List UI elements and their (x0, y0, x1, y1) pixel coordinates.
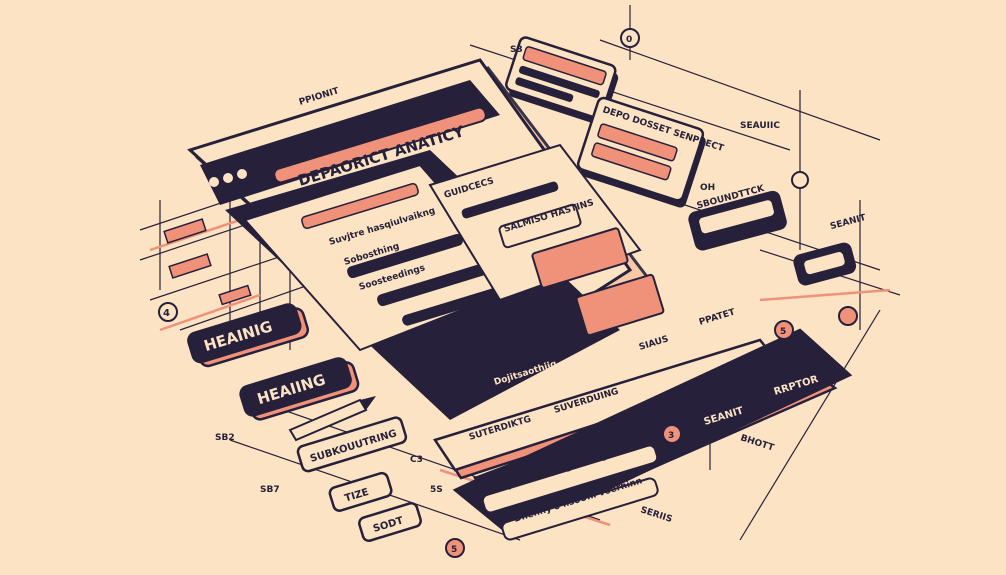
heading-tag-2[interactable]: HEAIING (239, 355, 360, 423)
card-badge[interactable] (620, 28, 640, 48)
annotation: C3 (410, 455, 423, 465)
pencil-icon (288, 396, 376, 442)
bottom-panel-badge-label: 5 (451, 545, 457, 555)
side-panel: GUIDCECS SALMISO HASTINS (428, 143, 665, 337)
side-panel-line (461, 181, 559, 219)
annotation: S3 (510, 45, 523, 55)
bottom-panel-badge-label: 5 (780, 327, 786, 337)
side-panel-button[interactable] (498, 203, 582, 249)
bottom-panel-badge[interactable] (662, 424, 682, 444)
info-card[interactable]: DEPO DOSSET SENPRECT (575, 96, 728, 216)
annotation: SB2 (215, 433, 235, 443)
window-control-dot[interactable] (223, 173, 233, 183)
bottom-panel-field[interactable] (481, 444, 659, 514)
bottom-panel-field[interactable] (501, 477, 659, 541)
tize-tag[interactable]: TIZE (328, 471, 393, 512)
card-badge-label: 0 (626, 35, 632, 45)
number-badge (158, 302, 178, 322)
window-address-bar[interactable] (273, 106, 487, 184)
left-tags: 4 HEAINIG HEAIING SUBKOUUTRING TIZE SODT (158, 302, 422, 543)
bottom-panel-badge[interactable] (774, 320, 794, 340)
right-badge[interactable] (791, 171, 809, 189)
content-lines (347, 233, 568, 374)
bottom-panel-badge-label: 3 (668, 431, 674, 441)
right-small-label: SEAUIIC (740, 121, 780, 131)
content-accent-bar (301, 182, 419, 230)
bottom-panel-badge (838, 306, 858, 326)
sodt-tag[interactable]: SODT (358, 501, 422, 543)
side-panel-card[interactable] (531, 227, 629, 289)
bottom-panel-badge[interactable] (445, 538, 465, 558)
annotation: OH (700, 183, 715, 193)
window-control-dot[interactable] (237, 169, 247, 179)
annotation: 5S (430, 485, 443, 495)
bottom-panel: Day attae aonigle oloigidis Dnenny'o hso… (445, 306, 858, 558)
number-badge-label: 4 (163, 308, 170, 319)
annotation: SB7 (260, 485, 280, 495)
side-panel-card[interactable] (575, 273, 665, 337)
window-control-dot[interactable] (209, 177, 219, 187)
top-floating-card[interactable] (503, 36, 622, 126)
left-accent-bars (163, 218, 252, 306)
